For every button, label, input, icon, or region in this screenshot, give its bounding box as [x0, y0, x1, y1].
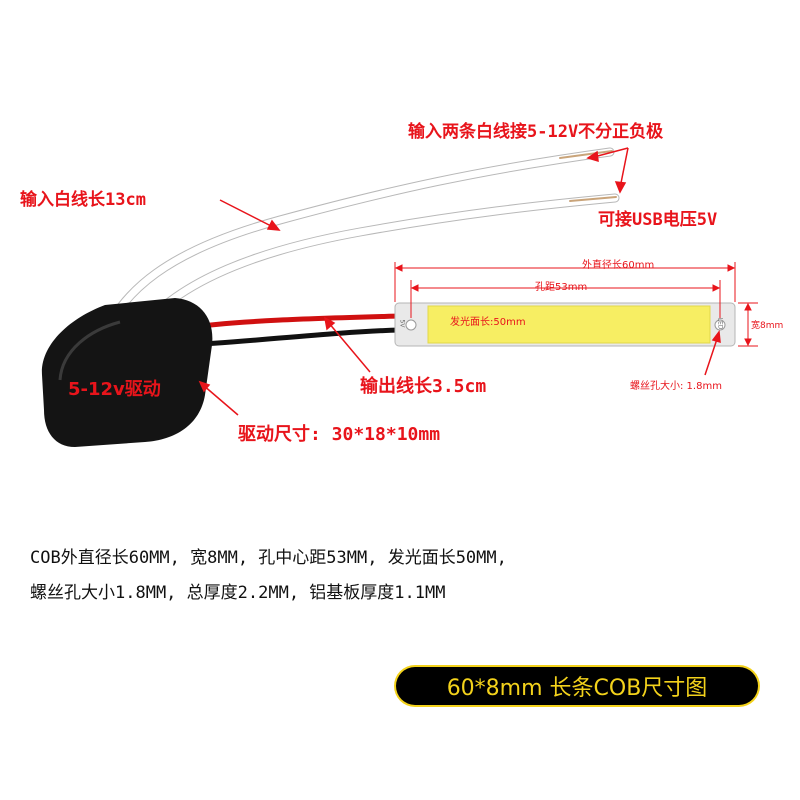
input-wire-length-label: 输入白线长13cm — [20, 190, 146, 210]
title-banner-text: 60*8mm 长条COB尺寸图 — [446, 676, 708, 701]
width-label: 宽8mm — [751, 321, 784, 331]
dimension-lines — [394, 262, 758, 347]
driver-size-label: 驱动尺寸: 30*18*10mm — [238, 424, 441, 445]
title-banner: 60*8mm 长条COB尺寸图 — [396, 667, 758, 705]
input-wires — [95, 147, 620, 350]
outer-length-label: 外直径长60mm — [582, 260, 655, 271]
spec-line-2: 螺丝孔大小1.8MM, 总厚度2.2MM, 铝基板厚度1.1MM — [30, 583, 446, 603]
input-polarity-label: 输入两条白线接5-12V不分正负极 — [408, 122, 664, 142]
pcb-print-left: 5V — [398, 319, 406, 328]
callout-arrows — [198, 147, 721, 416]
driver-module — [41, 298, 213, 447]
output-wire-length-label: 输出线长3.5cm — [360, 376, 487, 397]
screw-hole-label: 螺丝孔大小: 1.8mm — [630, 381, 722, 392]
cob-led-strip — [394, 302, 736, 347]
output-wires — [182, 313, 403, 348]
hole-distance-label: 孔距53mm — [535, 282, 588, 293]
emitting-length-label: 发光面长:50mm — [450, 317, 526, 328]
pcb-print-right: LED — [716, 317, 724, 330]
driver-voltage-label: 5-12v驱动 — [68, 379, 161, 400]
usb-voltage-label: 可接USB电压5V — [598, 210, 718, 230]
spec-line-1: COB外直径长60MM, 宽8MM, 孔中心距53MM, 发光面长50MM, — [30, 548, 507, 568]
